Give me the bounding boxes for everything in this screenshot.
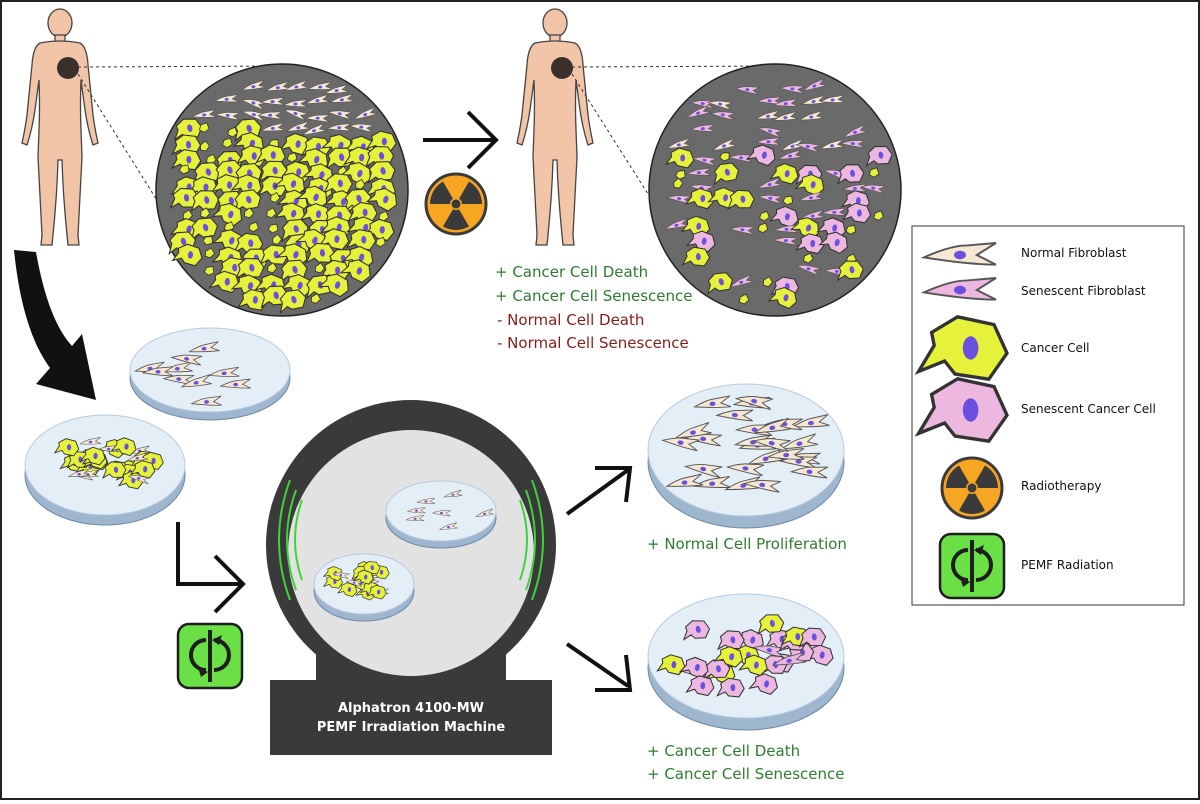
normal-proliferation-text: + Normal Cell Proliferation [647,535,847,553]
to-machine-arrow [176,522,246,614]
pemf-field-lines-left [278,479,303,601]
legend-item-cancer-cell: Cancer Cell [916,315,1090,381]
radiotherapy-outcome-3: - Normal Cell Death [497,311,644,329]
machine-name-line1: Alphatron 4100-MW [338,701,484,716]
radiotherapy-arrow [423,110,499,170]
pemf-icon [176,622,244,690]
radiotherapy-outcome-2: + Cancer Cell Senescence [495,287,692,305]
tumor-tissue-before-circle [155,63,409,317]
legend-pemf-icon [938,532,1006,600]
legend-item-senescent-cancer-cell: Senescent Cancer Cell [916,377,1156,443]
radiotherapy-outcome-list: + Cancer Cell Death + Cancer Cell Senesc… [495,263,692,352]
outcome-arrow-up [565,466,633,516]
legend-label-senescent-cancer-cell: Senescent Cancer Cell [1021,402,1156,416]
legend-box: Normal Fibroblast Senescent Fibroblast C… [911,225,1185,606]
cancer-response-dish [647,593,845,731]
radiotherapy-outcome-1: + Cancer Cell Death [495,263,648,281]
patient-before-figure [21,8,99,246]
pemf-field-lines-right [519,479,544,601]
legend-label-radiotherapy: Radiotherapy [1021,479,1101,493]
zoom-lines-after [571,65,776,206]
tumor-tissue-after-circle [648,63,902,317]
radiation-symbol-icon [422,172,488,240]
legend-label-senescent-fibroblast: Senescent Fibroblast [1021,284,1146,298]
outcome-arrow-down [565,642,633,692]
tumor-marker-after [551,57,573,79]
machine-dish-normal [385,480,497,549]
pemf-machine: Alphatron 4100-MW PEMF Irradiation Machi… [266,400,556,755]
pemf-cancer-senescence-text: + Cancer Cell Senescence [647,765,844,783]
tumor-marker [57,57,79,79]
legend-label-normal-fibroblast: Normal Fibroblast [1021,246,1127,260]
patient-after-figure [516,8,594,246]
radiotherapy-outcome-4: - Normal Cell Senescence [497,334,689,352]
legend-item-normal-fibroblast: Normal Fibroblast [922,241,1127,266]
legend-item-senescent-fibroblast: Senescent Fibroblast [922,276,1146,301]
legend-item-radiotherapy: Radiotherapy [938,456,1101,524]
co-culture-dish [24,414,186,526]
legend-label-cancer-cell: Cancer Cell [1021,341,1090,355]
legend-item-pemf-radiation: PEMF Radiation [938,532,1114,600]
machine-name-line2: PEMF Irradiation Machine [317,720,505,735]
machine-dish-coculture [313,553,415,622]
legend-label-pemf-radiation: PEMF Radiation [1021,558,1114,572]
proliferation-dish [647,383,845,529]
pemf-cancer-death-text: + Cancer Cell Death [647,742,800,760]
zoom-lines-before [77,65,291,206]
curved-flow-arrow [14,250,96,400]
normal-culture-dish [129,327,291,421]
